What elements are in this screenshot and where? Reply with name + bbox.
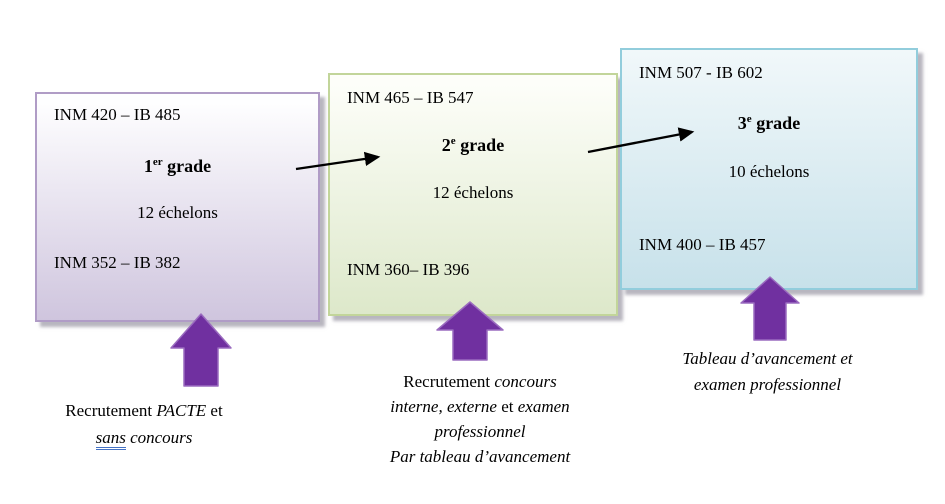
grade3-title: 3e grade (622, 112, 916, 134)
grade2-box: INM 465 – IB 547 2e grade 12 échelons IN… (328, 73, 618, 316)
grade1-caption-line2: sans concours (8, 424, 280, 451)
grade3-label: grade (751, 113, 801, 133)
grade2-ordinal-suffix: e (450, 135, 456, 147)
grade3-caption-line1: Tableau d’avancement et (682, 349, 853, 368)
grade2-title: 2e grade (330, 134, 616, 156)
grade2-caption-line4: Par tableau d’avancement (389, 447, 571, 466)
grade2-inm-bottom: INM 360– IB 396 (347, 260, 470, 279)
grade2-number: 2 (441, 135, 451, 155)
grade1-inm-top: INM 420 – IB 485 (54, 105, 181, 124)
grade2-echelons: 12 échelons (432, 183, 514, 202)
grade3-caption-line2: examen professionnel (693, 375, 842, 394)
grade3-box: INM 507 - IB 602 3e grade 10 échelons IN… (620, 48, 918, 290)
grade1-title: 1er grade (37, 155, 318, 177)
grade1-label: grade (162, 156, 212, 176)
grade3-number: 3 (737, 113, 747, 133)
grade3-echelons: 10 échelons (728, 162, 810, 181)
up-arrow-grade1 (170, 313, 232, 387)
grade1-ordinal-suffix: er (152, 156, 163, 168)
grade2-caption-line1: Recrutement concours (403, 372, 557, 391)
grade3-ordinal-suffix: e (746, 113, 752, 125)
underlined-sans: sans (95, 428, 126, 450)
grade2-inm-top: INM 465 – IB 547 (347, 88, 474, 107)
grade1-echelons: 12 échelons (137, 203, 218, 222)
grade2-label: grade (455, 135, 505, 155)
grade2-caption-line3: professionnel (434, 422, 526, 441)
grade3-inm-bottom: INM 400 – IB 457 (639, 235, 766, 254)
grade2-caption-line2: interne, externe et examen (390, 397, 570, 416)
grade2-recruitment-caption: Recrutement concours interne, externe et… (325, 369, 635, 469)
grade1-recruitment-caption: Recrutement PACTE et sans concours (8, 397, 280, 451)
grade1-number: 1 (143, 156, 153, 176)
grade3-promotion-caption: Tableau d’avancement et examen professio… (615, 346, 920, 398)
grade1-inm-bottom: INM 352 – IB 382 (54, 253, 181, 272)
grade3-inm-top: INM 507 - IB 602 (639, 63, 763, 82)
grade1-caption-line1: Recrutement PACTE et (65, 401, 223, 420)
grade1-box: INM 420 – IB 485 1er grade 12 échelons I… (35, 92, 320, 322)
